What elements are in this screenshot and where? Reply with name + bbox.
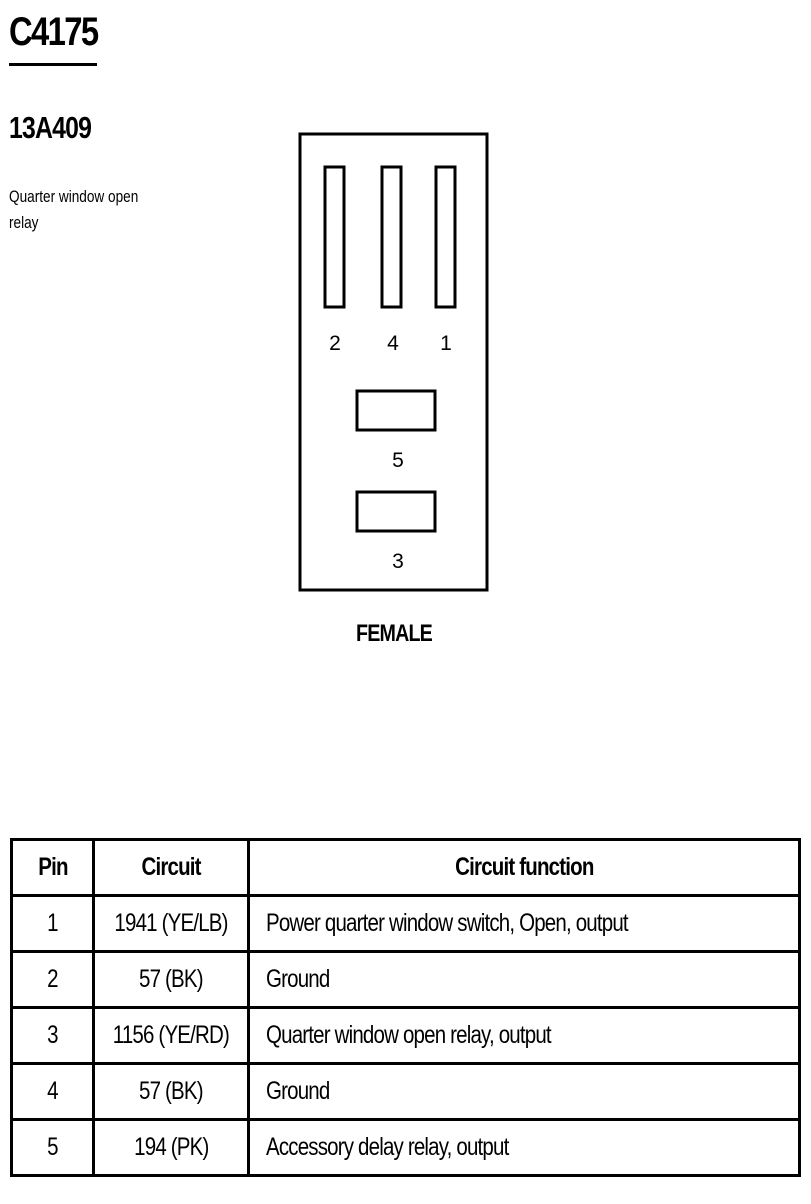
pin-cell: 1 (10, 894, 95, 953)
circuit-cell: 1156 (YE/RD) (92, 1006, 250, 1065)
table-row: 4 57 (BK) Ground (10, 1062, 801, 1121)
table-row: 5 194 (PK) Accessory delay relay, output (10, 1118, 801, 1177)
function-cell: Power quarter window switch, Open, outpu… (247, 894, 801, 953)
table-row: 3 1156 (YE/RD) Quarter window open relay… (10, 1006, 801, 1065)
terminal-pin-2 (323, 165, 346, 309)
pin-cell: 3 (10, 1006, 95, 1065)
pin-label-5: 5 (392, 449, 404, 472)
circuit-cell: 194 (PK) (92, 1118, 250, 1177)
header-circuit-function: Circuit function (247, 838, 801, 897)
terminal-pin-3 (355, 490, 437, 533)
pin-label-4: 4 (387, 332, 399, 355)
pin-cell: 5 (10, 1118, 95, 1177)
table-header-row: Pin Circuit Circuit function (10, 838, 801, 897)
function-cell: Quarter window open relay, output (247, 1006, 801, 1065)
circuit-cell: 57 (BK) (92, 950, 250, 1009)
title-underline (9, 63, 97, 66)
terminal-pin-5 (355, 389, 437, 432)
circuit-cell: 1941 (YE/LB) (92, 894, 250, 953)
table-row: 2 57 (BK) Ground (10, 950, 801, 1009)
pinout-table: Pin Circuit Circuit function 1 1941 (YE/… (10, 838, 801, 1177)
circuit-cell: 57 (BK) (92, 1062, 250, 1121)
connector-gender-label: FEMALE (355, 620, 433, 647)
function-cell: Accessory delay relay, output (247, 1118, 801, 1177)
table-row: 1 1941 (YE/LB) Power quarter window swit… (10, 894, 801, 953)
pin-label-3: 3 (392, 550, 404, 573)
connector-id-title: C4175 (9, 10, 99, 54)
header-pin: Pin (10, 838, 95, 897)
connector-face-diagram: 2 4 1 5 3 (298, 132, 489, 592)
pin-label-2: 2 (329, 332, 341, 355)
pin-cell: 2 (10, 950, 95, 1009)
function-cell: Ground (247, 1062, 801, 1121)
terminal-pin-4 (380, 165, 403, 309)
connector-housing (298, 132, 489, 592)
pin-label-1: 1 (440, 332, 452, 355)
terminal-pin-1 (434, 165, 457, 309)
connector-description: Quarter window open relay (9, 187, 139, 232)
pin-cell: 4 (10, 1062, 95, 1121)
header-circuit: Circuit (92, 838, 250, 897)
function-cell: Ground (247, 950, 801, 1009)
part-number: 13A409 (9, 110, 92, 145)
